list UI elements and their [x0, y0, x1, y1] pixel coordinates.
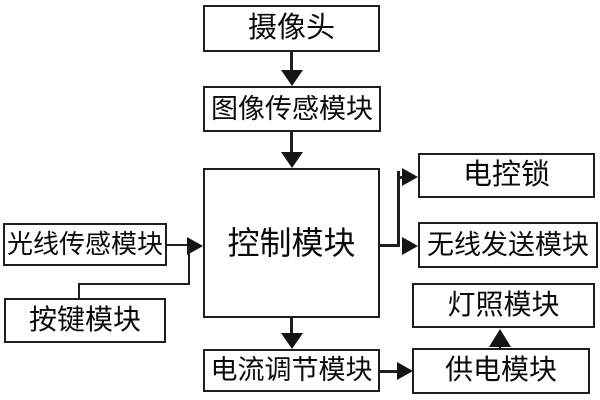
node-image-sensor-label: 图像传感模块 [211, 93, 373, 124]
node-camera: 摄像头 [203, 5, 380, 52]
arrowhead-down-icon [281, 152, 303, 168]
node-electric-lock-label: 电控锁 [462, 159, 550, 191]
node-power-supply-label: 供电模块 [444, 355, 557, 386]
arrowhead-down-icon [281, 70, 303, 86]
edge-control-output-trunk-line [380, 244, 400, 247]
arrowhead-down-icon [281, 333, 303, 349]
edge-button-join-vertical-line [78, 284, 80, 298]
node-power-supply: 供电模块 [412, 348, 590, 394]
node-lighting: 灯照模块 [412, 283, 595, 328]
node-camera-label: 摄像头 [247, 12, 335, 44]
node-wireless-send-label: 无线发送模块 [427, 229, 589, 260]
node-button-module-label: 按键模块 [28, 304, 141, 336]
node-wireless-send: 无线发送模块 [418, 222, 598, 268]
node-light-sensor: 光线传感模块 [3, 223, 167, 266]
edge-camera-to-image-sensor-line [290, 52, 293, 72]
node-control: 控制模块 [203, 168, 380, 318]
edge-button-join-horizontal-line [78, 283, 190, 285]
edge-light-sensor-to-control-line [167, 244, 189, 246]
edge-control-to-lock-stub-line [399, 176, 404, 179]
arrowhead-right-icon [397, 362, 413, 380]
arrowhead-right-icon [402, 237, 418, 255]
node-current-regulator: 电流调节模块 [203, 349, 380, 392]
node-light-sensor-label: 光线传感模块 [6, 229, 163, 259]
arrowhead-right-icon [187, 237, 203, 255]
edge-image-sensor-to-control-line [290, 132, 293, 154]
arrowhead-up-icon [489, 329, 511, 347]
edge-control-to-lock-riser-line [397, 171, 400, 247]
edge-control-to-current-line [290, 318, 293, 334]
node-current-regulator-label: 电流调节模块 [210, 355, 373, 385]
node-lighting-label: 灯照模块 [447, 289, 560, 321]
node-control-label: 控制模块 [227, 225, 356, 261]
node-electric-lock: 电控锁 [418, 153, 595, 198]
node-image-sensor: 图像传感模块 [203, 86, 381, 132]
edge-current-to-power-line [380, 370, 398, 373]
edge-button-join-riser-line [188, 246, 190, 285]
node-button-module: 按键模块 [4, 298, 166, 343]
arrowhead-right-icon [402, 168, 418, 186]
